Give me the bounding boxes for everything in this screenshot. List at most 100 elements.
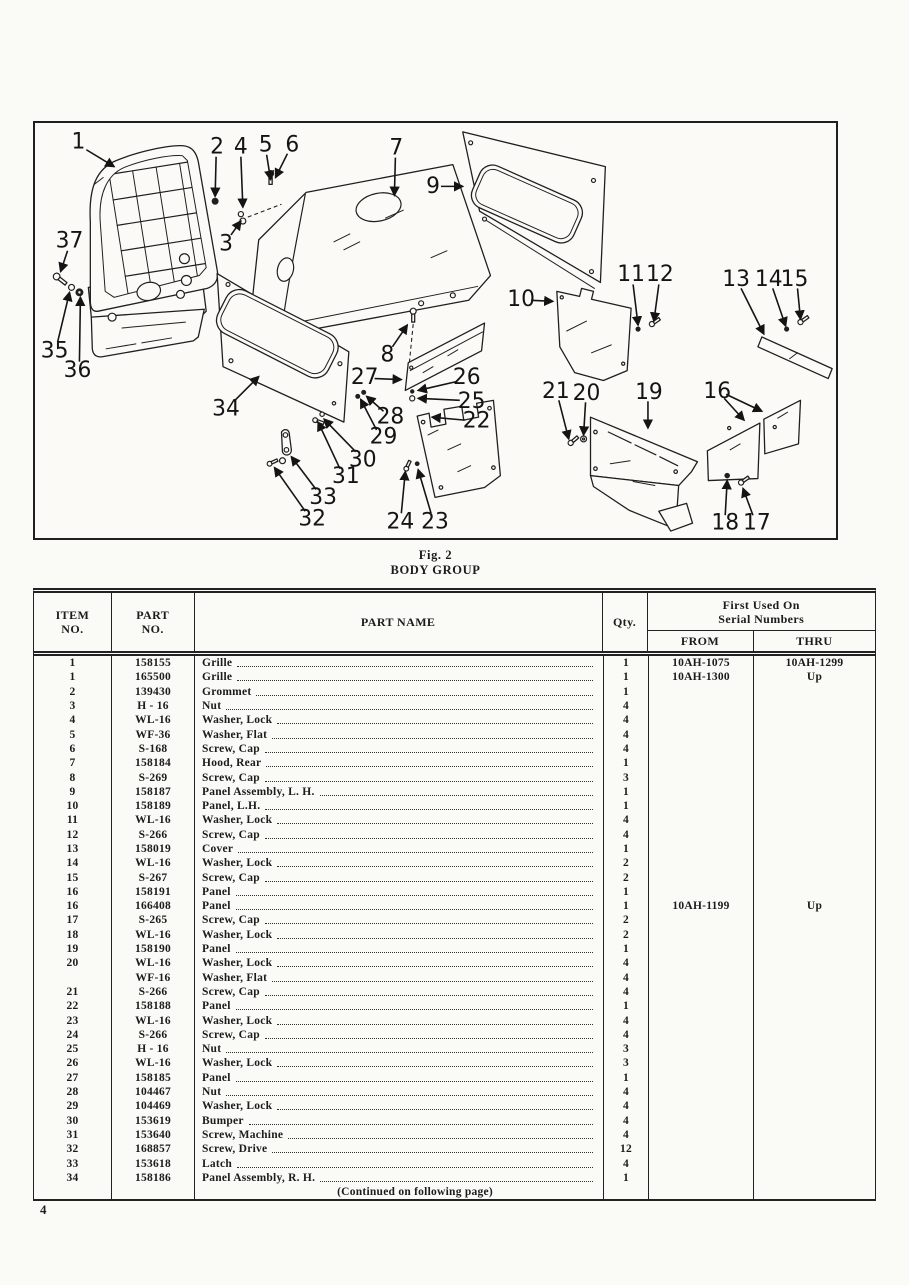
qty-cell: 1 [603,656,648,671]
part-no-cell: WF-16 [111,970,194,985]
dot-leader [237,1160,593,1168]
qty-cell: 1 [603,999,648,1014]
serial-from-cell [648,913,753,928]
item-no-cell: 12 [66,828,79,841]
callout-number-13: 13 [722,267,750,292]
part-name-cell: Panel Assembly, R. H. [194,1170,603,1185]
col-header-from: FROM [680,633,720,648]
part-no-cell: S-168 [111,741,194,757]
callout-arrow-32 [273,466,306,512]
serial-from-cell [648,970,753,985]
serial-from-cell [648,1170,753,1185]
callout-number-2: 2 [210,134,224,159]
serial-thru-cell: Up [753,899,875,914]
item-no-cell: 18 [66,928,79,941]
serial-from-cell [648,784,753,799]
part-name-cell: Washer, Lock [194,1099,603,1114]
serial-thru-cell [753,741,875,757]
callout-number-35: 35 [41,338,69,363]
latch-part [266,429,293,467]
serial-from-cell [648,1099,753,1114]
part-no-cell: 168857 [111,1142,194,1157]
dot-leader [277,816,593,825]
callout-arrow-16 [723,397,746,422]
callout-arrow-5 [264,154,275,181]
serial-thru-cell [753,1042,875,1057]
part-name-cell: Cover [194,841,603,857]
part-no-cell: 158191 [111,884,194,900]
dot-leader [235,1074,593,1082]
part-name-cell: Bumper [194,1113,603,1128]
part-no-cell: S-267 [111,870,194,885]
callout-arrow-25 [416,393,460,404]
item-no-cell: 26 [66,1057,79,1070]
part-name-cell: Nut [194,1084,603,1100]
part-name-cell: Screw, Cap [194,1027,603,1043]
parts-table: ITEM NO. PART NO. PART NAME Qty. First U… [33,588,876,1202]
serial-thru-cell [753,927,875,942]
item-no-cell: 19 [66,943,79,956]
serial-from-cell [648,741,753,757]
callout-arrow-3 [230,219,242,236]
serial-thru-cell [753,756,875,771]
serial-from-cell [648,770,753,785]
callout-arrow-22 [430,412,465,424]
dot-leader [235,902,593,911]
serial-from-cell [648,698,753,714]
callout-number-6: 6 [285,132,299,157]
qty-cell: 3 [603,770,648,785]
item-no-cell: 11 [66,814,79,827]
qty-cell: 1 [603,884,648,900]
callout-arrow-20 [578,402,590,437]
callout-arrow-1 [85,149,116,168]
dot-leader [237,659,593,668]
qty-cell: 4 [603,970,648,985]
part-name-cell: Grille [194,670,603,685]
serial-from-cell [648,1184,753,1200]
dot-leader [277,1102,593,1111]
part-no-cell: 158187 [111,784,194,799]
callout-arrow-2 [210,156,221,198]
page-number: 4 [40,1202,47,1217]
panel-assembly-lh-part [462,131,607,289]
dot-leader [277,931,593,939]
qty-cell [603,1184,648,1200]
part-name-cell: Panel [194,999,603,1014]
part-name-cell: Washer, Lock [194,1056,603,1071]
part-no-cell: S-266 [111,1027,194,1043]
serial-thru-cell [753,841,875,857]
callout-arrow-7 [389,157,400,197]
col-header-part-name: PART NAME [193,593,602,651]
part-no-cell: 153619 [111,1113,194,1128]
callout-number-37: 37 [56,228,84,253]
qty-cell: 4 [603,1084,648,1100]
serial-thru-cell [753,1056,875,1071]
item-no-cell: 15 [66,871,79,884]
serial-thru-cell [753,713,875,728]
serial-thru-cell [753,984,875,1000]
callout-arrow-28 [365,395,385,412]
serial-from-cell [648,941,753,957]
item-no-cell: 22 [66,1000,79,1013]
serial-thru-cell [753,770,875,785]
col-header-thru: THRU [752,631,875,651]
dot-leader [248,1117,593,1125]
panel-27-part [404,307,486,402]
callout-arrow-13 [740,288,765,336]
serial-thru-cell [753,1027,875,1043]
part-no-cell: 166408 [111,899,194,914]
item-no-cell: 6 [69,742,76,755]
callout-arrow-23 [415,468,432,514]
part-name-cell: Nut [194,698,603,714]
serial-thru-cell [753,813,875,828]
qty-cell: 4 [603,1013,648,1028]
